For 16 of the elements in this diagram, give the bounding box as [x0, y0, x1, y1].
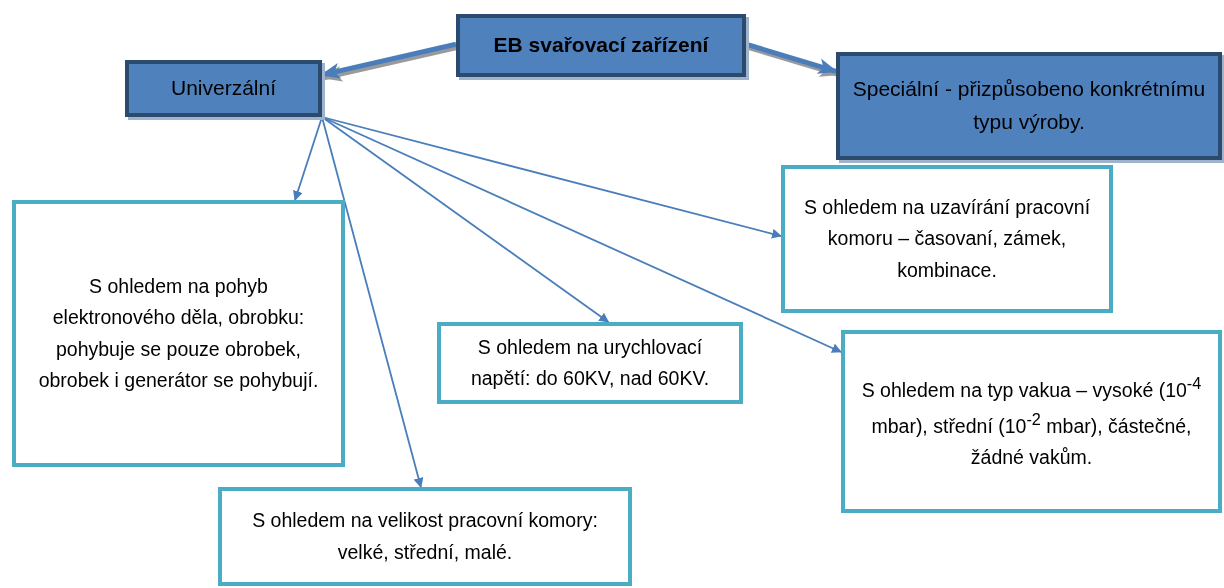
box-text: S ohledem na urychlovací napětí: do 60KV, nad 60KV.: [469, 334, 711, 391]
description-box: [841, 330, 1222, 513]
box-text: Speciální - přizpůsobeno konkrétnímu typu výroby.: [851, 76, 1207, 135]
box-text: S ohledem na uzavírání pracovní komoru – časovaní, zámek, kombinace.: [802, 195, 1092, 283]
description-box: [12, 200, 345, 467]
box-text: Univerzální: [170, 75, 276, 102]
description-box: [437, 322, 743, 404]
category-box: [125, 60, 322, 117]
category-box: [456, 14, 746, 77]
description-box: [218, 487, 632, 586]
description-box: [781, 165, 1113, 313]
box-text: S ohledem na velikost pracovní komory: velké, střední, malé.: [251, 508, 599, 565]
box-text: S ohledem na pohyb elektronového děla, obrobku: pohybuje se pouze obrobek, obrobek i generátor se pohybují.: [37, 274, 320, 393]
category-box: [836, 52, 1222, 160]
box-text: S ohledem na typ vakua – vysoké (10$^{-4}$ mbar), střední (10$^{-2}$ mbar), částečné, žádné vakům.: [860, 373, 1203, 470]
box-text: EB svařovací zařízení: [493, 32, 709, 59]
